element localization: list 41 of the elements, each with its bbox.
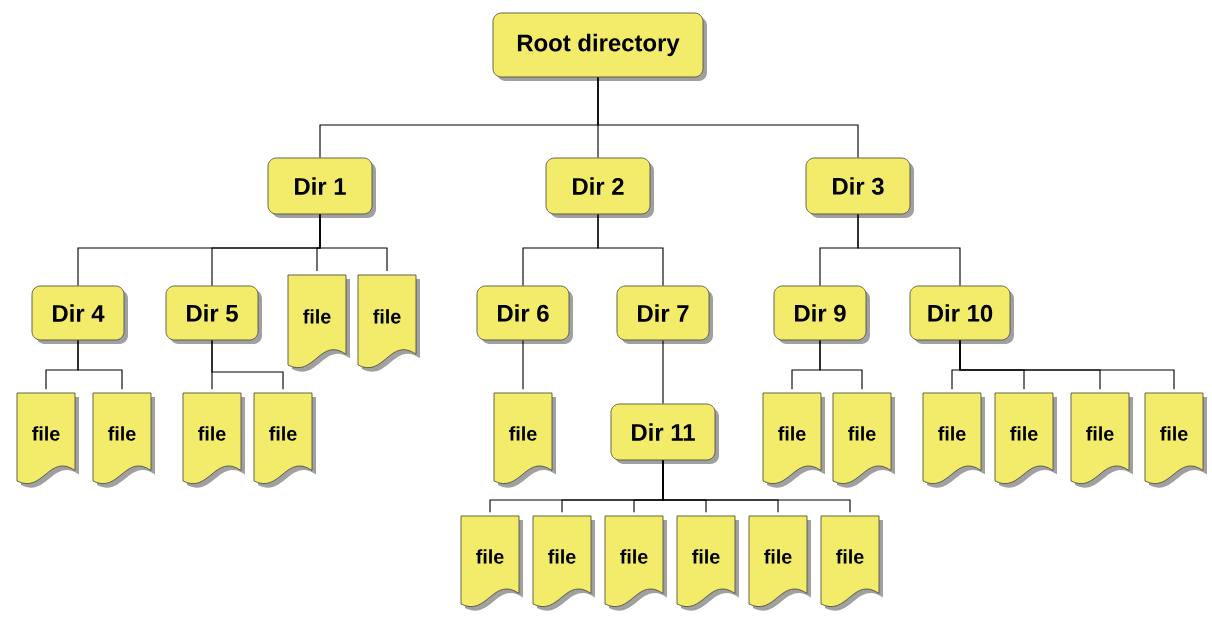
file-document: file bbox=[493, 392, 556, 488]
directory-box: Dir 11 bbox=[610, 403, 719, 464]
root-directory-box: Root directory bbox=[492, 12, 707, 81]
directory-box: Dir 4 bbox=[31, 285, 128, 344]
file-document: file bbox=[832, 392, 895, 488]
directory-box: Dir 9 bbox=[773, 285, 870, 344]
file-document: file bbox=[604, 515, 667, 611]
connector-line bbox=[662, 459, 851, 513]
directory-box: Dir 2 bbox=[545, 157, 654, 218]
file-document: file bbox=[748, 515, 811, 611]
file-document: file bbox=[532, 515, 595, 611]
directory-box: Dir 6 bbox=[476, 285, 573, 344]
file-document: file bbox=[676, 515, 739, 611]
directory-box: Dir 5 bbox=[165, 285, 262, 344]
connector-line bbox=[211, 339, 284, 390]
file-document: file bbox=[92, 392, 155, 488]
file-document: file bbox=[253, 392, 316, 488]
connector-line bbox=[319, 213, 388, 272]
file-document: file bbox=[994, 392, 1057, 488]
directory-box: Dir 1 bbox=[267, 157, 376, 218]
file-document: file bbox=[357, 274, 420, 372]
connector-line bbox=[959, 339, 1175, 390]
file-document: file bbox=[762, 392, 825, 488]
file-document: file bbox=[820, 515, 883, 611]
connector-line bbox=[662, 339, 664, 405]
file-document: file bbox=[1070, 392, 1133, 488]
file-document: file bbox=[287, 274, 350, 372]
connector-line bbox=[77, 339, 123, 390]
connector-line bbox=[857, 213, 961, 287]
connector-line bbox=[819, 339, 863, 390]
connector-line bbox=[597, 76, 859, 159]
file-document: file bbox=[922, 392, 985, 488]
directory-box: Dir 10 bbox=[909, 285, 1014, 344]
file-document: file bbox=[16, 392, 79, 488]
file-document: file bbox=[1144, 392, 1207, 488]
connector-line bbox=[597, 213, 664, 287]
directory-box: Dir 3 bbox=[805, 157, 914, 218]
file-document: file bbox=[182, 392, 245, 488]
directory-box: Dir 7 bbox=[616, 285, 713, 344]
file-document: file bbox=[460, 515, 523, 611]
connector-line bbox=[522, 339, 524, 390]
